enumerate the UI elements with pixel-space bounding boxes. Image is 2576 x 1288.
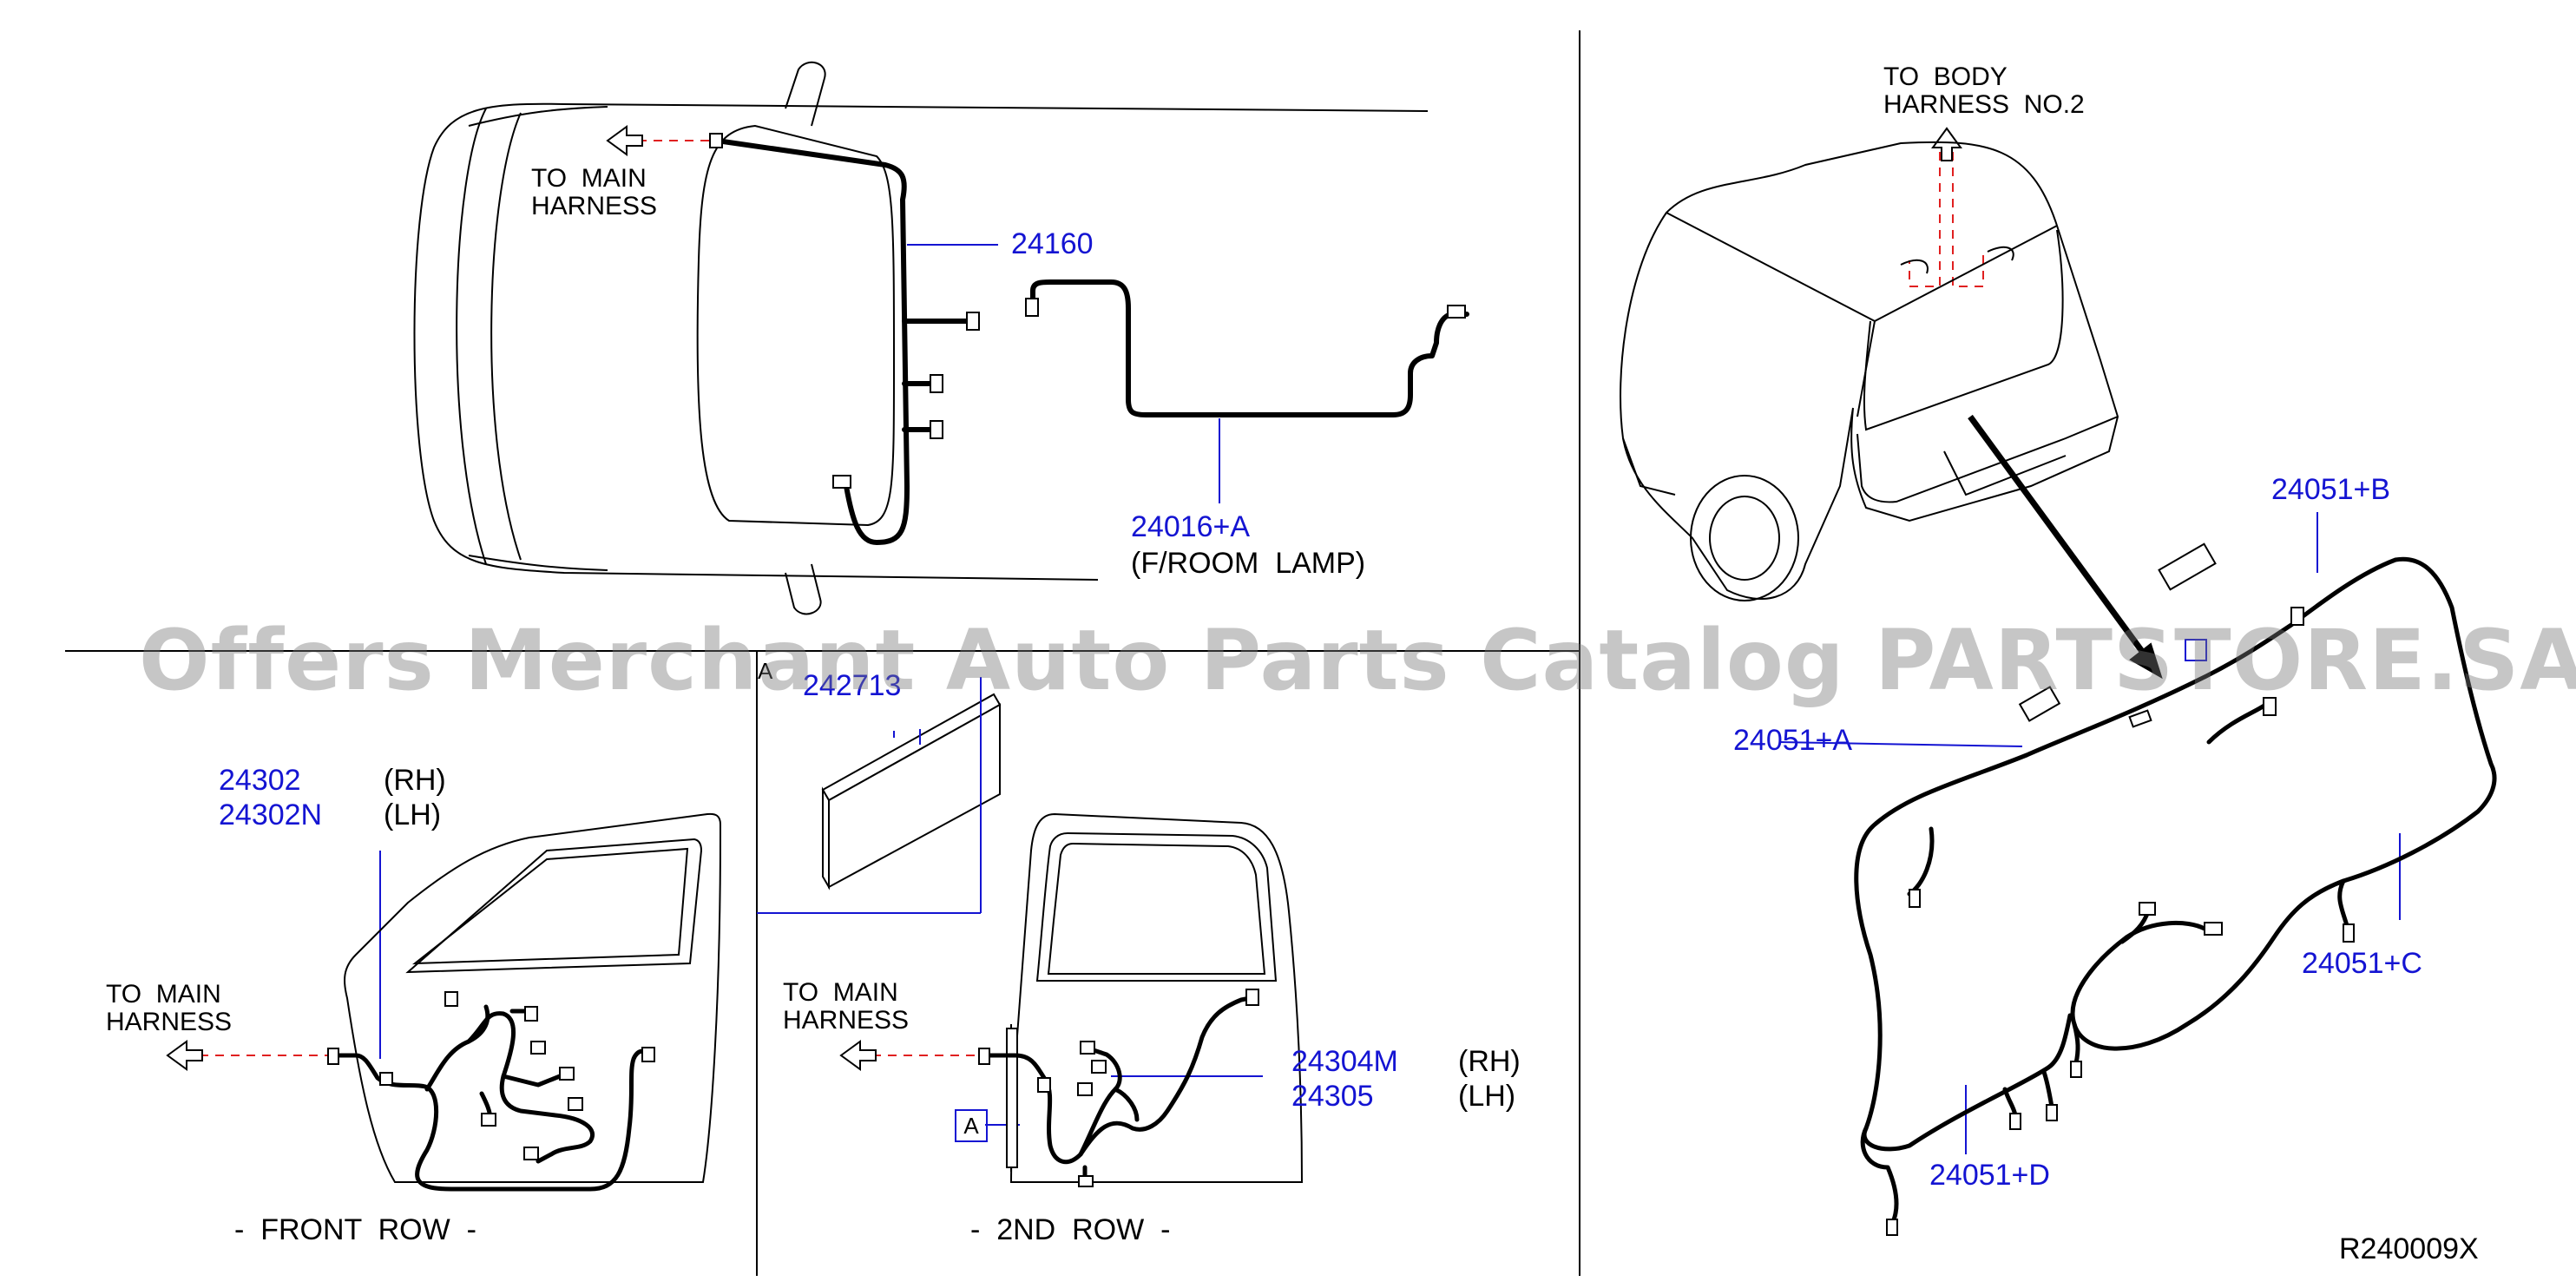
direction-arrows xyxy=(166,125,1962,1071)
part-number-24051c[interactable]: 24051+C xyxy=(2302,947,2422,980)
suv-rear-view xyxy=(1620,141,2119,601)
part-number-24051a[interactable]: 24051+A xyxy=(1733,724,1853,757)
location-pointer-head xyxy=(2129,642,2163,680)
to-main-harness-label-front: TO MAIN HARNESS xyxy=(106,980,233,1036)
location-pointer-arrow xyxy=(1968,414,2151,662)
rh-label-rear: (RH) xyxy=(1458,1045,1521,1078)
part-number-242713[interactable]: 242713 xyxy=(803,669,902,702)
rear-door xyxy=(1006,812,1304,1183)
part-number-24016a[interactable]: 24016+A xyxy=(1131,510,1251,543)
callout-a-top: A xyxy=(758,658,773,684)
f-room-lamp-label: (F/ROOM LAMP) xyxy=(1131,547,1366,580)
pad-242713 xyxy=(757,677,1002,914)
watermark: Offers Merchant Auto Parts Catalog PARTS… xyxy=(139,612,2576,709)
rear-door-harness xyxy=(982,996,1252,1183)
front-door-connectors xyxy=(327,991,655,1160)
lh-label-rear: (LH) xyxy=(1458,1080,1516,1113)
harness-24160 xyxy=(714,138,970,545)
lh-label-front: (LH) xyxy=(384,798,442,831)
dashed-connections xyxy=(200,140,1984,1056)
callout-a-box: A xyxy=(955,1109,988,1142)
front-door xyxy=(344,812,721,1183)
drawing-code: R240009X xyxy=(2339,1232,2479,1265)
part-number-24051d[interactable]: 24051+D xyxy=(1929,1159,2050,1192)
section-dividers xyxy=(65,30,1580,1276)
harness-24016a-connectors xyxy=(1025,298,1466,319)
harness-24051 xyxy=(1854,556,2497,1226)
part-number-24302n[interactable]: 24302N xyxy=(219,798,323,831)
second-row-caption: - 2ND ROW - xyxy=(970,1213,1171,1246)
to-main-harness-label-rear: TO MAIN HARNESS xyxy=(783,978,910,1035)
harness-24160-connectors xyxy=(709,133,980,489)
leader-lines xyxy=(379,244,2401,1154)
to-body-harness-label: TO BODY HARNESS NO.2 xyxy=(1883,62,2085,119)
harness-24016a xyxy=(1030,279,1469,417)
part-number-24305[interactable]: 24305 xyxy=(1291,1080,1374,1113)
part-number-24051b[interactable]: 24051+B xyxy=(2271,473,2391,506)
harness-24051-connectors xyxy=(1886,542,2355,1236)
rh-label-front: (RH) xyxy=(384,764,446,797)
part-number-24304m[interactable]: 24304M xyxy=(1291,1045,1398,1078)
part-number-24160[interactable]: 24160 xyxy=(1011,227,1094,260)
front-row-caption: - FRONT ROW - xyxy=(234,1213,476,1246)
rear-door-connectors xyxy=(978,989,1259,1187)
part-number-24302[interactable]: 24302 xyxy=(219,764,301,797)
vehicle-top-view xyxy=(413,61,1429,615)
to-main-harness-label-top: TO MAIN HARNESS xyxy=(531,164,658,220)
